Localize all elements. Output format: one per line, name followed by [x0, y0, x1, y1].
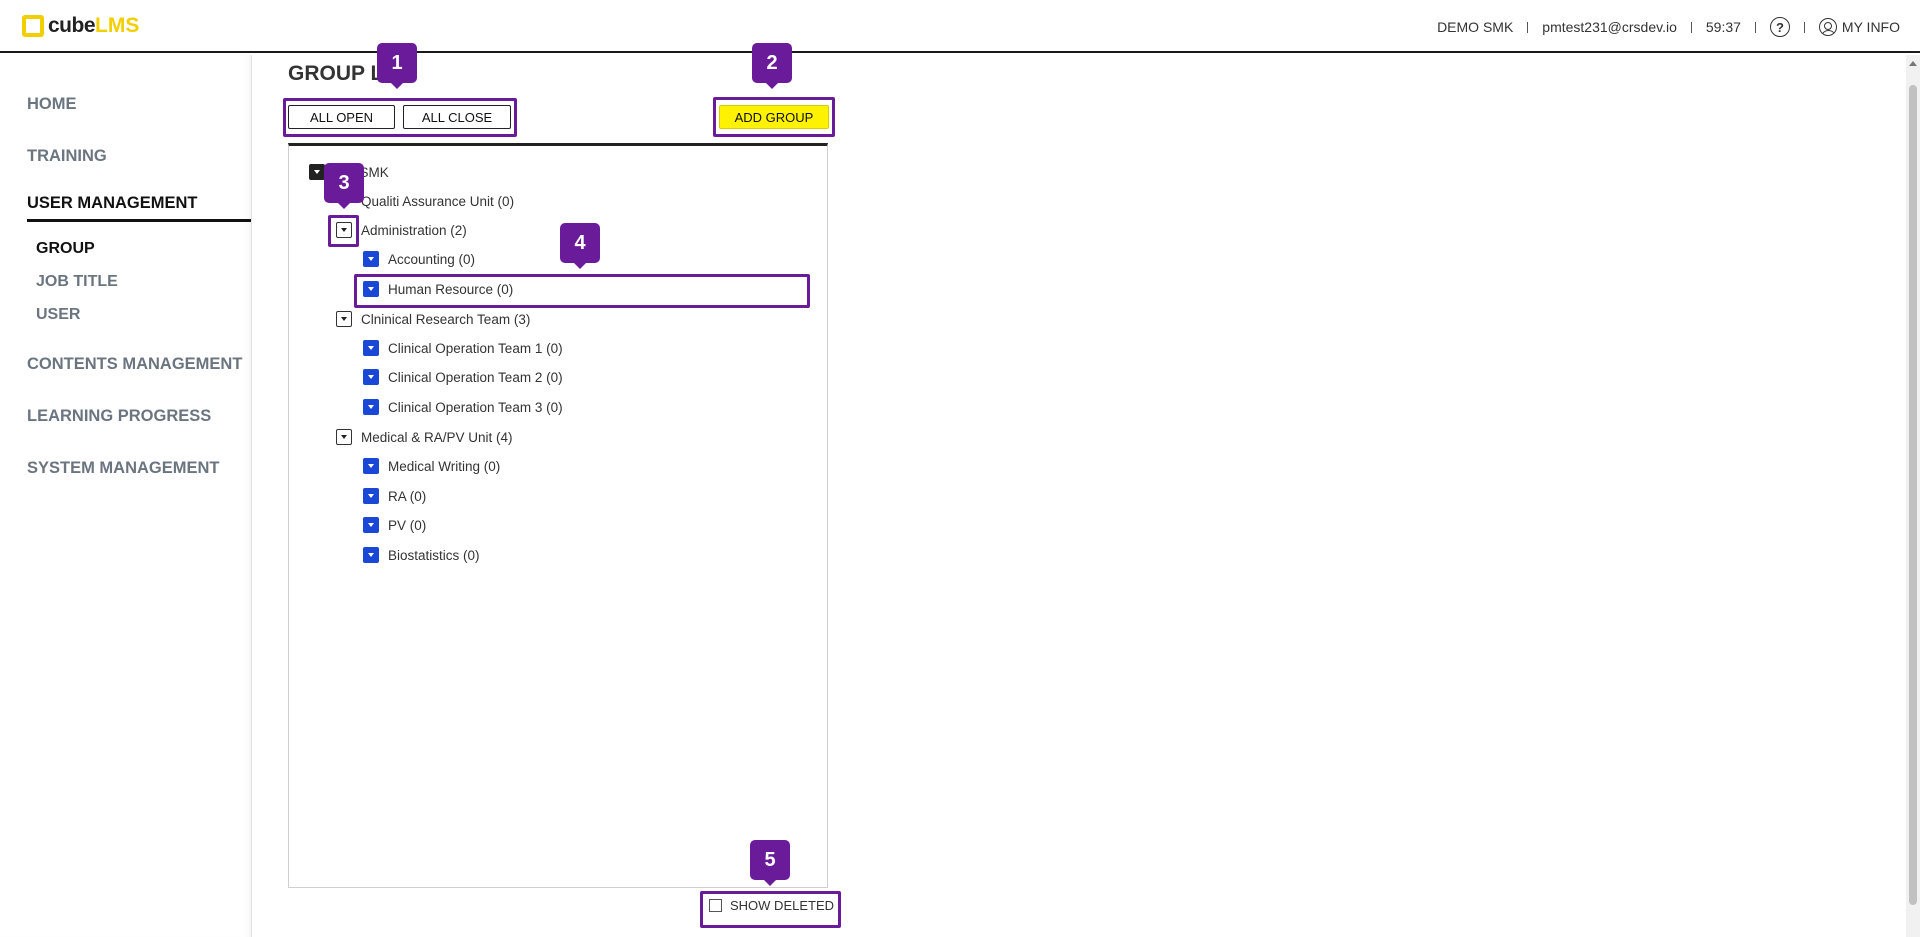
tree-node-label: Biostatistics (0) [388, 547, 480, 563]
tree-node-label: PV (0) [388, 517, 427, 533]
sidebar-subitem-user[interactable]: USER [36, 306, 81, 323]
user-email: pmtest231@crsdev.io [1542, 19, 1677, 35]
tree-node-label: Clinical Operation Team 2 (0) [388, 369, 563, 385]
tree-node-label: Administration (2) [361, 222, 467, 238]
header-divider [1527, 21, 1529, 33]
all-close-button[interactable]: ALL CLOSE [403, 105, 511, 129]
my-info-label: MY INFO [1841, 19, 1900, 35]
header-utilities: DEMO SMK pmtest231@crsdev.io 59:37 ? MY … [1423, 17, 1900, 37]
sidebar-subitem-job-title[interactable]: JOB TITLE [36, 273, 118, 290]
my-info-button[interactable]: MY INFO [1805, 18, 1900, 36]
caret-down-icon[interactable] [309, 164, 325, 180]
active-section-underline [27, 219, 251, 222]
scrollbar-thumb[interactable] [1909, 85, 1917, 905]
page-title: GROUP L [288, 62, 384, 85]
caret-down-icon[interactable] [363, 281, 379, 297]
tree-node-label: RA (0) [388, 488, 427, 504]
top-header: cube LMS DEMO SMK pmtest231@crsdev.io 59… [0, 0, 1920, 53]
show-deleted-toggle[interactable]: SHOW DELETED [709, 898, 834, 913]
tree-node[interactable]: Administration (2) [336, 222, 467, 238]
tree-node[interactable]: Qualiti Assurance Unit (0) [336, 193, 514, 209]
logo-lms-text: LMS [95, 14, 140, 37]
caret-down-icon[interactable] [363, 458, 379, 474]
header-divider [1754, 21, 1756, 33]
show-deleted-label: SHOW DELETED [730, 898, 835, 913]
page-scrollbar[interactable] [1906, 55, 1920, 937]
tree-node-label: Human Resource (0) [388, 281, 514, 297]
caret-down-icon[interactable] [363, 399, 379, 415]
sidebar-item-system-management[interactable]: SYSTEM MANAGEMENT [27, 459, 220, 477]
annotation-badge-2: 2 [752, 43, 792, 89]
add-group-button[interactable]: ADD GROUP [719, 105, 829, 129]
tree-node[interactable]: Medical & RA/PV Unit (4) [336, 429, 513, 445]
caret-down-icon[interactable] [336, 222, 352, 238]
tree-node-label: Qualiti Assurance Unit (0) [361, 193, 515, 209]
tree-node-label: Clinical Operation Team 1 (0) [388, 340, 563, 356]
company-name: DEMO SMK [1437, 19, 1514, 35]
tree-node[interactable]: Clinical Operation Team 1 (0) [363, 340, 563, 356]
cubelms-logo[interactable]: cube LMS [22, 14, 139, 38]
tree-node[interactable]: Clinical Operation Team 2 (0) [363, 369, 563, 385]
show-deleted-checkbox[interactable] [709, 899, 722, 912]
caret-down-icon[interactable] [363, 517, 379, 533]
tree-node[interactable]: Clinical Operation Team 3 (0) [363, 399, 563, 415]
caret-down-icon[interactable] [363, 547, 379, 563]
annotation-badge-5: 5 [750, 840, 790, 886]
tree-node-label: Medical Writing (0) [388, 458, 501, 474]
caret-down-icon[interactable] [363, 369, 379, 385]
sidebar-nav: HOME TRAINING USER MANAGEMENT GROUP JOB … [0, 55, 252, 937]
question-circle-icon: ? [1769, 17, 1790, 37]
logo-cube-text: cube [48, 14, 96, 37]
header-divider [1803, 21, 1805, 33]
tree-node[interactable]: Clninical Research Team (3) [336, 311, 530, 327]
caret-down-icon[interactable] [363, 251, 379, 267]
tree-node[interactable]: Accounting (0) [363, 251, 475, 267]
user-circle-icon [1818, 18, 1837, 36]
caret-down-icon[interactable] [363, 340, 379, 356]
scroll-up-arrow-icon[interactable] [1909, 61, 1917, 66]
session-timer: 59:37 [1705, 19, 1741, 35]
caret-down-icon[interactable] [336, 429, 352, 445]
header-divider [1690, 21, 1692, 33]
tree-node[interactable]: Biostatistics (0) [363, 547, 480, 563]
tree-node[interactable]: PV (0) [363, 517, 426, 533]
group-tree-panel [288, 143, 828, 888]
sidebar-item-contents-management[interactable]: CONTENTS MANAGEMENT [27, 355, 243, 373]
tree-node[interactable]: RA (0) [363, 488, 426, 504]
caret-down-icon[interactable] [363, 488, 379, 504]
tree-node-label: Accounting (0) [388, 251, 476, 267]
sidebar-subitem-group[interactable]: GROUP [36, 240, 95, 257]
annotation-badge-1: 1 [377, 43, 417, 89]
sidebar-item-training[interactable]: TRAINING [27, 147, 107, 165]
sidebar-item-user-management[interactable]: USER MANAGEMENT [27, 194, 198, 212]
sidebar-item-home[interactable]: HOME [27, 95, 77, 113]
annotation-badge-3: 3 [324, 163, 364, 209]
tree-node-label: Clinical Operation Team 3 (0) [388, 399, 563, 415]
tree-node[interactable]: Medical Writing (0) [363, 458, 500, 474]
logo-square-icon [22, 15, 44, 37]
annotation-badge-4: 4 [560, 223, 600, 269]
tree-node-label: Medical & RA/PV Unit (4) [361, 429, 513, 445]
tree-node-label: Clninical Research Team (3) [361, 311, 531, 327]
tree-node[interactable]: Human Resource (0) [363, 281, 513, 297]
help-button[interactable]: ? [1756, 17, 1804, 37]
sidebar-item-learning-progress[interactable]: LEARNING PROGRESS [27, 407, 212, 425]
all-open-button[interactable]: ALL OPEN [288, 105, 395, 129]
caret-down-icon[interactable] [336, 311, 352, 327]
